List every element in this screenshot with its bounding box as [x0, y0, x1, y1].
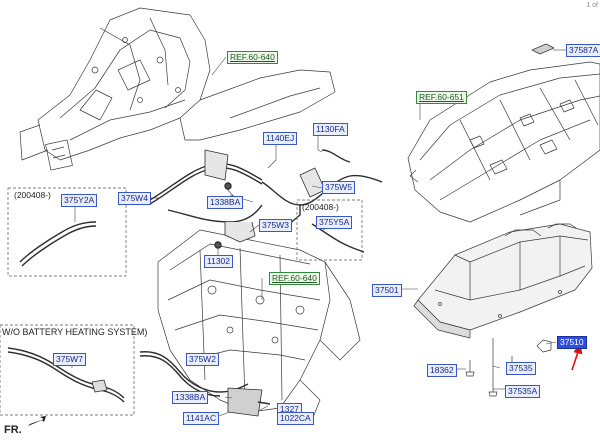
ref-link-dash[interactable]: REF.60-640: [269, 272, 320, 285]
option-frame-right: [296, 199, 363, 261]
ref-link-top[interactable]: REF.60-640: [227, 51, 278, 64]
part-label-37535[interactable]: 37535: [506, 362, 536, 375]
part-label-375W3[interactable]: 375W3: [259, 219, 292, 232]
part-label-375Y5A[interactable]: 375Y5A: [316, 216, 353, 229]
part-label-375W4[interactable]: 375W4: [118, 192, 151, 205]
page-indicator: 1 of: [586, 2, 598, 9]
front-direction-arrow-icon: [28, 416, 46, 426]
part-label-375W2[interactable]: 375W2: [186, 353, 219, 366]
leader-lines: [71, 49, 566, 418]
option-date-left: (200408-): [14, 190, 51, 200]
part-label-37535A[interactable]: 37535A: [505, 385, 541, 398]
option-date-right: (200408-): [302, 202, 339, 212]
part-label-37501[interactable]: 37501: [372, 284, 402, 297]
option-frame-left: [7, 187, 127, 277]
hose-375W2: [139, 351, 271, 417]
floor-panel: [407, 61, 600, 223]
coolant-hose-assembly: [149, 149, 383, 249]
ref-link-floor[interactable]: REF.60-651: [416, 91, 467, 104]
hose-375W7: [7, 347, 125, 403]
part-label-1140EJ[interactable]: 1140EJ: [263, 132, 298, 145]
part-label-1022CA[interactable]: 1022CA: [277, 412, 314, 425]
part-label-375W7[interactable]: 375W7: [53, 353, 86, 366]
part-label-1141AC[interactable]: 1141AC: [183, 412, 220, 425]
hose-375Y5A: [311, 223, 365, 253]
battery-pack: [413, 223, 593, 339]
variant-caption: W/O BATTERY HEATING SYSTEM): [2, 327, 148, 337]
part-label-37510-selected[interactable]: 37510: [557, 336, 587, 349]
bracket-37587A: [531, 43, 555, 55]
part-label-1338BA-top[interactable]: 1338BA: [207, 196, 244, 209]
part-label-11302[interactable]: 11302: [204, 255, 234, 268]
part-label-375Y2A[interactable]: 375Y2A: [61, 194, 98, 207]
front-body-structure: [19, 7, 336, 171]
part-label-37587A[interactable]: 37587A: [566, 44, 600, 57]
part-label-18362[interactable]: 18362: [427, 364, 457, 377]
part-label-1130FA[interactable]: 1130FA: [313, 123, 348, 136]
direction-label: FR.: [4, 424, 22, 436]
variant-frame: [0, 324, 135, 416]
part-label-1338BA-bottom[interactable]: 1338BA: [172, 391, 209, 404]
part-label-375W5[interactable]: 375W5: [322, 181, 355, 194]
hose-375Y2A: [19, 221, 97, 267]
